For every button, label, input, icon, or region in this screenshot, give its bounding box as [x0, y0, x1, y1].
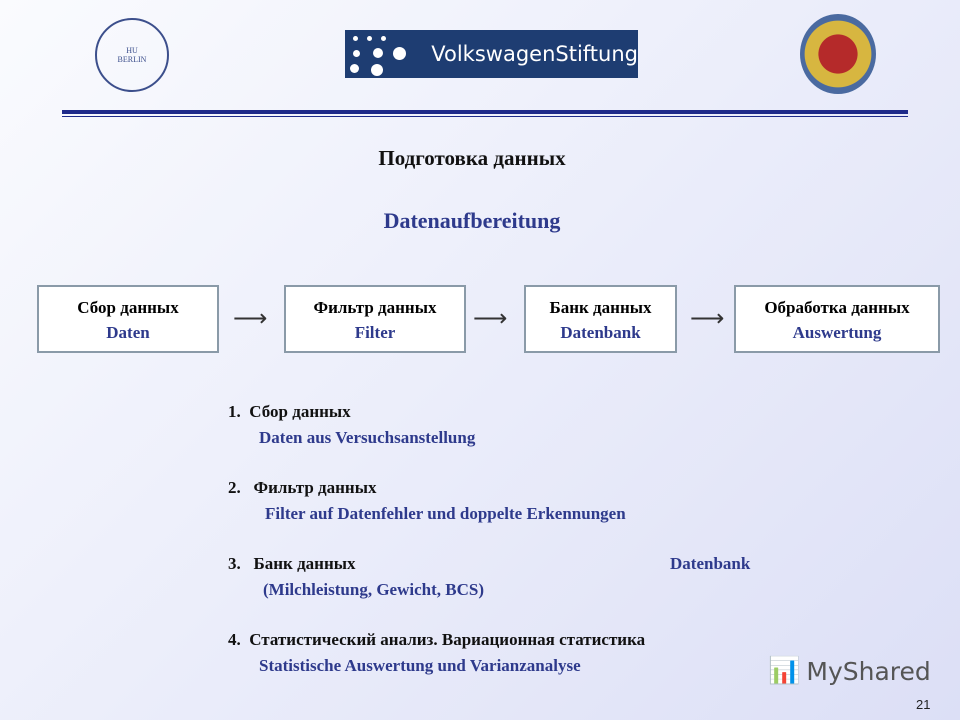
steps-list: 1. Сбор данных Daten aus Versuchsanstell…	[228, 399, 750, 678]
flow-label-ru: Сбор данных	[77, 298, 179, 317]
volkswagenstiftung-text: VolkswagenStiftung	[431, 42, 638, 66]
item-de: Filter auf Datenfehler und doppelte Erke…	[265, 503, 626, 523]
item-number: 4.	[228, 630, 241, 649]
presentation-board-icon: 📊	[768, 656, 801, 686]
list-item: 2. Фильтр данных	[228, 475, 645, 501]
flow-label-ru: Банк данных	[549, 298, 652, 317]
item-ru: Фильтр данных	[253, 478, 377, 497]
item-ru: Сбор данных	[249, 402, 351, 421]
slide-subtitle: Datenaufbereitung	[383, 208, 561, 233]
item-number: 3.	[228, 554, 241, 573]
item-de: Daten aus Versuchsanstellung	[259, 427, 476, 447]
page-number: 21	[916, 697, 931, 712]
item-de: (Milchleistung, Gewicht, BCS)	[263, 579, 484, 599]
flow-label-ru: Фильтр данных	[313, 298, 437, 317]
item-number: 2.	[228, 478, 241, 497]
item-ru-right: Datenbank	[670, 554, 751, 573]
flow-label-de: Datenbank	[560, 323, 641, 342]
flow-label-de: Filter	[354, 323, 396, 342]
myshared-watermark: 📊MyShared	[768, 656, 931, 686]
flow-label-de: Auswertung	[792, 323, 882, 342]
flow-arrow: ⟶	[690, 306, 725, 332]
item-number: 1.	[228, 402, 241, 421]
item-ru: Статистический анализ. Вариационная стат…	[249, 630, 646, 649]
flow-arrow: ⟶	[233, 306, 268, 332]
volkswagenstiftung-logo: VolkswagenStiftung	[345, 30, 638, 78]
header-divider	[62, 110, 908, 114]
flow-arrow: ⟶	[473, 306, 508, 332]
list-item: 4. Статистический анализ. Вариационная с…	[228, 627, 645, 653]
list-item: 1. Сбор данных	[228, 399, 645, 425]
flow-label-ru: Обработка данных	[764, 298, 910, 317]
header-divider-thin	[62, 116, 908, 117]
list-item: 3. Банк данных Datenbank	[228, 551, 750, 577]
slide-title: Подготовка данных	[378, 146, 566, 170]
watermark-text: MyShared	[806, 656, 931, 686]
item-ru: Банк данных	[253, 554, 356, 573]
item-de: Statistische Auswertung und Varianzanaly…	[259, 655, 581, 675]
flow-label-de: Daten	[106, 323, 150, 342]
kau-emblem-logo	[800, 14, 876, 94]
